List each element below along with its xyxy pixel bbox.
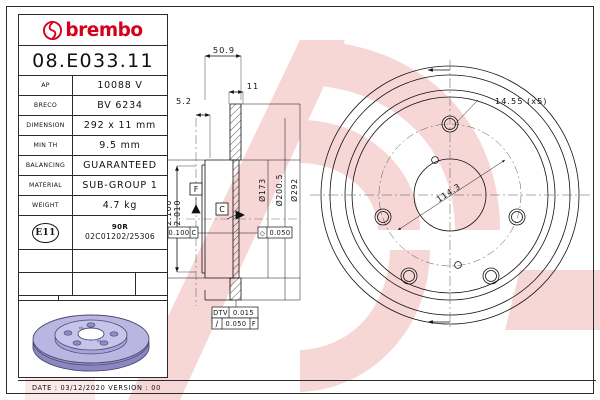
tol-2-value: 0.050 xyxy=(270,229,291,237)
datum-c: C xyxy=(219,205,225,214)
blank-key xyxy=(19,250,73,272)
table-row: WEIGHT 4.7 kg xyxy=(19,196,167,216)
spec-key: DIMENSION xyxy=(19,116,73,135)
spec-key: MIN TH xyxy=(19,136,73,155)
spec-value: 9.5 mm xyxy=(99,140,141,151)
table-row: DIMENSION 292 x 11 mm xyxy=(19,116,167,136)
spec-value: SUB-GROUP 1 xyxy=(82,180,158,191)
product-image xyxy=(18,300,168,378)
dim-offset: 5.2 xyxy=(176,96,192,106)
spec-key: AP xyxy=(19,76,73,95)
blank-cell-3 xyxy=(136,273,167,295)
blank-row xyxy=(19,250,167,273)
blank-cell-2 xyxy=(73,273,136,295)
homologation-badge-cell: E11 xyxy=(19,216,73,249)
table-row: MATERIAL SUB-GROUP 1 xyxy=(19,176,167,196)
datum-f: F xyxy=(194,185,199,194)
tol-4-value: 0.050 xyxy=(226,320,247,328)
dim-pad-outer: Ø200.5 xyxy=(275,174,284,207)
table-row: MIN TH 9.5 mm xyxy=(19,136,167,156)
table-row: BRECO BV 6234 xyxy=(19,96,167,116)
homologation-row: E11 90R 02C01202/25306 xyxy=(19,216,167,250)
dim-overall-width: 50.9 xyxy=(213,45,235,55)
tol-1-value: 0.100 xyxy=(169,229,190,237)
homologation-value: 90R 02C01202/25306 xyxy=(73,216,167,249)
spec-key: WEIGHT xyxy=(19,196,73,215)
footer-date: DATE : 03/12/2020 VERSION : 00 xyxy=(18,380,596,392)
spec-value: 292 x 11 mm xyxy=(83,120,157,131)
brembo-roundel-icon xyxy=(43,20,63,40)
spec-value: 10088 V xyxy=(97,80,143,91)
tol-4-datum: F xyxy=(252,320,256,328)
spec-key: MATERIAL xyxy=(19,176,73,195)
spec-value: BV 6234 xyxy=(97,100,143,111)
blank-value xyxy=(73,250,167,272)
blank-cell-1 xyxy=(19,273,73,295)
tol-1-datum: C xyxy=(191,229,196,237)
tol-3-value: 0.015 xyxy=(233,309,254,317)
brand-name: brembo xyxy=(65,19,143,41)
homologation-line1: 90R xyxy=(111,223,129,232)
table-row: AP 10088 V xyxy=(19,76,167,96)
spec-value: GUARANTEED xyxy=(83,160,157,171)
spec-table: AP 10088 V BRECO BV 6234 DIMENSION 292 x… xyxy=(18,76,168,325)
table-row: BALANCING GUARANTEED xyxy=(19,156,167,176)
spec-key: BRECO xyxy=(19,96,73,115)
spec-panel: brembo 08.E033.11 AP 10088 V BRECO BV 62… xyxy=(18,14,168,325)
brake-disc-3d-render xyxy=(32,314,150,372)
svg-text:∕: ∕ xyxy=(215,319,218,328)
blank-split-row xyxy=(19,273,167,296)
part-number-header: 08.E033.11 xyxy=(18,45,168,76)
sheet-border xyxy=(6,6,594,394)
dim-bolt-circle: 114.3 xyxy=(435,182,462,204)
dim-hole: 14.55 (x5) xyxy=(495,96,548,106)
brand-logo: brembo xyxy=(18,14,168,45)
dim-inner-pad: Ø173 xyxy=(258,178,267,202)
dim-outer: Ø292 xyxy=(290,178,299,202)
tol-3-symbol: DTV xyxy=(213,309,228,317)
svg-text:◇: ◇ xyxy=(260,229,266,237)
spec-value: 4.7 kg xyxy=(102,200,138,211)
e11-badge: E11 xyxy=(32,222,59,243)
homologation-line2: 02C01202/25306 xyxy=(84,232,156,242)
dim-thickness: 11 xyxy=(247,81,259,91)
spec-key: BALANCING xyxy=(19,156,73,175)
